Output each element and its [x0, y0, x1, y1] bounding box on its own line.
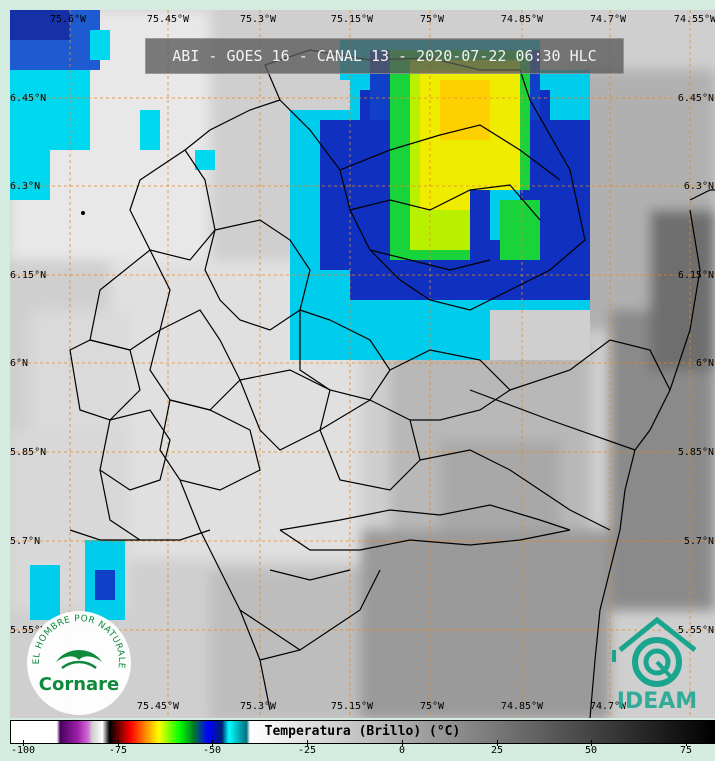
colorbar-tick-mark — [402, 740, 403, 746]
bottom-lon-label: 74.85°W — [501, 701, 544, 712]
colorbar-label: Temperatura (Brillo) (°C) — [264, 724, 461, 739]
bottom-lon-labels: 75.45°W 75.3°W 75.15°W 75°W 74.85°W 74.7°W — [137, 701, 627, 712]
right-lat-labels: 6.45°N 6.3°N 6.15°N 6°N 5.85°N 5.7°N 5.55°N — [678, 93, 714, 636]
colorbar-tick-label: 0 — [398, 745, 406, 756]
colorbar-tick-mark — [118, 740, 119, 746]
right-lat-label: 6.45°N — [678, 93, 714, 104]
colorbar-tick-label: 25 — [490, 745, 504, 756]
left-lat-label: 6°N — [10, 358, 28, 369]
top-lon-label: 75.3°W — [240, 14, 277, 25]
cornare-name: Cornare — [39, 674, 120, 695]
top-lon-label: 74.7°W — [590, 14, 627, 25]
left-lat-labels: 6.45°N 6.3°N 6.15°N 6°N 5.85°N 5.7°N 5.55°N — [10, 93, 46, 636]
map-canvas: 75.6°W 75.45°W 75.3°W 75.15°W 75°W 74.85°W 74.… — [10, 10, 715, 718]
right-lat-label: 6.3°N — [684, 181, 714, 192]
bottom-lon-label: 75.3°W — [240, 701, 277, 712]
top-lon-label: 75°W — [420, 14, 445, 25]
satellite-map[interactable]: 75.6°W 75.45°W 75.3°W 75.15°W 75°W 74.85°W 74.… — [10, 10, 715, 718]
colorbar-tick-mark — [497, 740, 498, 746]
cloud-top-left — [10, 10, 215, 200]
top-lon-label: 75.15°W — [331, 14, 374, 25]
town-marker — [81, 211, 85, 215]
top-lon-label: 74.55°W — [674, 14, 715, 25]
right-lat-label: 6°N — [696, 358, 714, 369]
right-lat-label: 6.15°N — [678, 270, 714, 281]
colorbar-tick-mark — [212, 740, 213, 746]
left-lat-label: 5.55°N — [10, 625, 46, 636]
left-lat-label: 5.85°N — [10, 447, 46, 458]
ideam-logo: IDEAM — [612, 616, 697, 714]
colorbar-tick-label: 75 — [679, 745, 693, 756]
colorbar-tick-mark — [23, 740, 24, 746]
colorbar: Temperatura (Brillo) (°C) -100 -75 -50 -25 0… — [10, 718, 715, 761]
left-lat-label: 6.3°N — [10, 181, 40, 192]
colorbar-tick-label: -50 — [202, 745, 222, 756]
colorbar-tick-mark — [686, 740, 687, 746]
colorbar-gradient — [10, 720, 715, 744]
top-lon-label: 74.85°W — [501, 14, 544, 25]
bottom-lon-label: 75.15°W — [331, 701, 374, 712]
left-lat-label: 6.15°N — [10, 270, 46, 281]
bottom-lon-label: 75°W — [420, 701, 445, 712]
top-lon-labels: 75.6°W 75.45°W 75.3°W 75.15°W 75°W 74.85°W 74.… — [50, 14, 715, 25]
colorbar-tick-label: 50 — [584, 745, 598, 756]
cloud-main — [290, 40, 590, 360]
right-lat-label: 5.55°N — [678, 625, 714, 636]
municipal-boundaries — [69, 49, 715, 718]
colorbar-tick-label: -25 — [297, 745, 317, 756]
bottom-lon-label: 74.7°W — [590, 701, 627, 712]
colorbar-tick-mark — [591, 740, 592, 746]
colorbar-tick-label: -100 — [10, 745, 36, 756]
left-lat-label: 6.45°N — [10, 93, 46, 104]
right-lat-label: 5.85°N — [678, 447, 714, 458]
cornare-logo: EL HOMBRE POR NATURALEZA Cornare — [26, 610, 131, 715]
lat-lon-grid — [10, 10, 715, 718]
top-lon-label: 75.45°W — [147, 14, 190, 25]
map-title: ABI - GOES 16 - CANAL 13 - 2020-07-22 06… — [145, 38, 624, 74]
bottom-lon-label: 75.45°W — [137, 701, 180, 712]
ideam-name: IDEAM — [617, 689, 697, 714]
right-lat-label: 5.7°N — [684, 536, 714, 547]
top-lon-label: 75.6°W — [50, 14, 87, 25]
cloud-lower-left — [30, 540, 125, 620]
colorbar-tick-label: -75 — [108, 745, 128, 756]
left-lat-label: 5.7°N — [10, 536, 40, 547]
colorbar-tick-mark — [307, 740, 308, 746]
